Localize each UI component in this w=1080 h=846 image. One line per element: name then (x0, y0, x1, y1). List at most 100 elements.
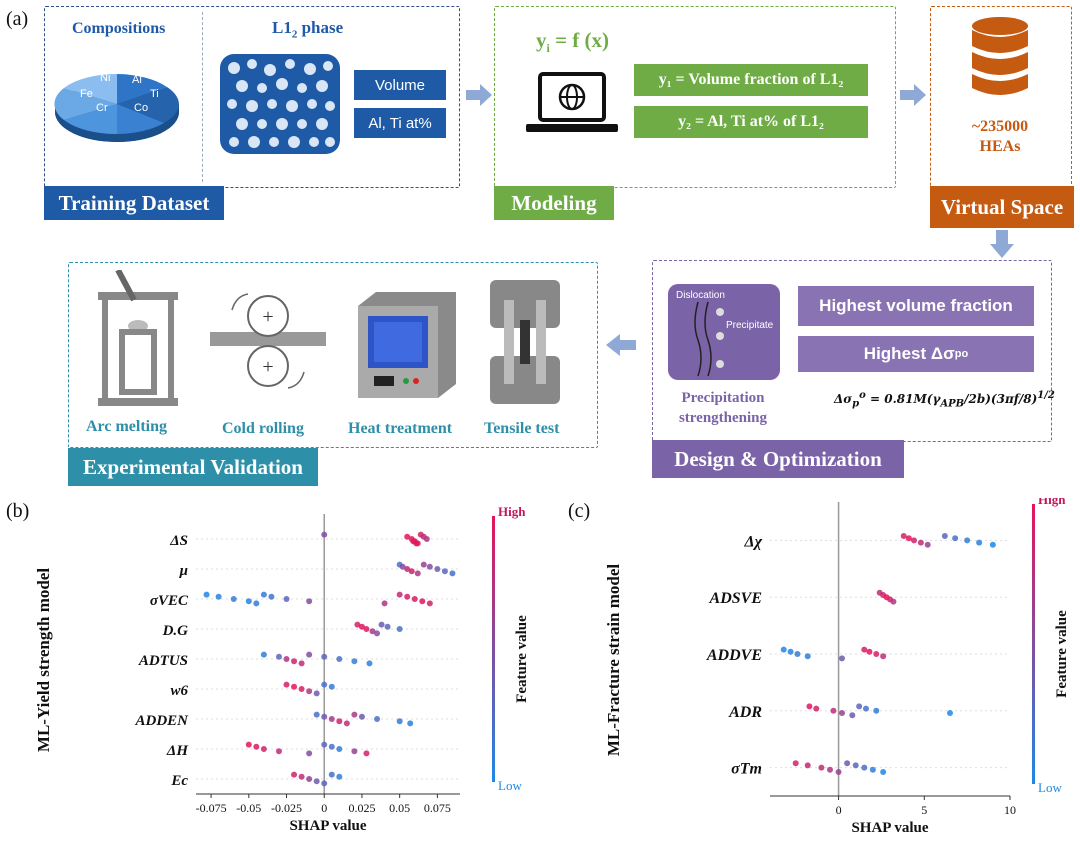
step-cold-rolling: Cold rolling (222, 420, 304, 437)
shap-point (260, 591, 267, 598)
x-tick-label-4: 0.025 (348, 801, 375, 815)
feature-label-1: μ (179, 563, 188, 579)
modeling-tag: Modeling (494, 186, 614, 220)
shap-point (780, 646, 787, 653)
shap-point (351, 711, 358, 718)
pie-label-al: Al (132, 74, 142, 86)
shap-point (203, 591, 210, 598)
pie-label-ti: Ti (150, 88, 159, 100)
shap-point (434, 566, 441, 572)
shap-point (413, 540, 420, 547)
shap-point (298, 773, 305, 780)
feature-label-2: σVEC (150, 593, 189, 609)
feature-label-0: ΔS (169, 533, 188, 549)
shap-point (313, 711, 320, 718)
shap-point (336, 718, 343, 725)
x-tick-label-0: -0.075 (196, 801, 227, 815)
shap-point (363, 626, 370, 632)
shap-point (863, 705, 869, 712)
colorbar-low: Low (1038, 780, 1062, 795)
laptop-globe-icon (526, 72, 618, 132)
colorbar-high: High (498, 504, 526, 519)
shap-point (804, 762, 811, 769)
shap-point (861, 764, 868, 771)
shap-point (806, 703, 813, 710)
shap-point (363, 750, 370, 757)
strengthening-formula: Δσpo = 0.81M(γAPB/2b)(3πf/8)1/2 (834, 390, 1055, 410)
colorbar (1032, 504, 1035, 784)
training-dataset-box (44, 6, 460, 188)
shap-point (873, 651, 880, 657)
shap-point (306, 750, 313, 757)
shap-point (396, 626, 403, 632)
x-tick-label-2: -0.025 (271, 801, 302, 815)
x-axis-label: SHAP value (289, 818, 366, 834)
shap-point (917, 539, 924, 546)
feature-label-4: ADTUS (138, 653, 188, 669)
shap-point (426, 563, 433, 570)
virtual-count: ~235000 (971, 118, 1029, 135)
shap-point (449, 570, 456, 577)
shap-point (911, 537, 917, 544)
shap-point (792, 760, 799, 767)
shap-point (905, 535, 912, 542)
colorbar-high: High (1038, 498, 1066, 507)
shap-point (321, 741, 328, 748)
shap-point (411, 596, 418, 602)
shap-point (306, 598, 313, 605)
shap-point (384, 623, 391, 630)
shap-point (260, 651, 267, 658)
feature-label-0: Δχ (744, 533, 763, 550)
shap-point (275, 748, 282, 755)
feature-label-3: D.G (162, 623, 189, 639)
shap-point (404, 593, 411, 600)
shap-point (321, 531, 328, 538)
shap-point (787, 648, 794, 655)
training-divider (202, 12, 203, 182)
shap-point (306, 651, 313, 658)
shap-point (283, 681, 290, 688)
precipitate-label: Precipitate (726, 320, 774, 331)
shap-point (358, 623, 365, 630)
feature-label-3: ADR (728, 704, 762, 721)
shap-point (900, 533, 907, 539)
pie-label-ni: Ni (100, 72, 111, 84)
arrow-down (990, 230, 1014, 258)
feature-label-4: σTm (731, 761, 762, 778)
shap-point (336, 746, 343, 752)
alti-label: Al, Ti at% (354, 108, 446, 138)
shap-point (328, 743, 335, 750)
shap-point (374, 716, 381, 722)
shap-point (313, 778, 320, 785)
shap-point (328, 716, 335, 722)
shap-point (336, 656, 343, 662)
design-tag: Design & Optimization (652, 440, 904, 478)
shap-point (313, 690, 320, 697)
precipitation-diagram (668, 284, 780, 380)
step-tensile-test: Tensile test (484, 420, 560, 437)
shap-point (890, 598, 897, 605)
shap-point (298, 660, 305, 667)
database-icon (972, 17, 1028, 95)
shap-point (869, 766, 876, 773)
shap-point (404, 566, 411, 572)
arrow-right-1 (466, 84, 492, 106)
shap-point (880, 653, 887, 660)
x-axis-label: SHAP value (851, 820, 928, 836)
shap-point (291, 683, 298, 690)
shap-point (396, 591, 403, 598)
shap-point (830, 707, 837, 714)
arrow-left (606, 334, 636, 356)
shap-point (245, 741, 252, 748)
shap-point (964, 537, 971, 544)
feature-label-6: ADDEN (134, 713, 189, 729)
shap-point (844, 760, 851, 767)
feature-label-5: w6 (170, 683, 188, 699)
shap-point (408, 568, 415, 575)
shap-point (306, 688, 313, 695)
shap-point (947, 710, 953, 716)
shap-point (321, 653, 328, 660)
experimental-box (68, 262, 598, 448)
shap-point (856, 703, 863, 710)
